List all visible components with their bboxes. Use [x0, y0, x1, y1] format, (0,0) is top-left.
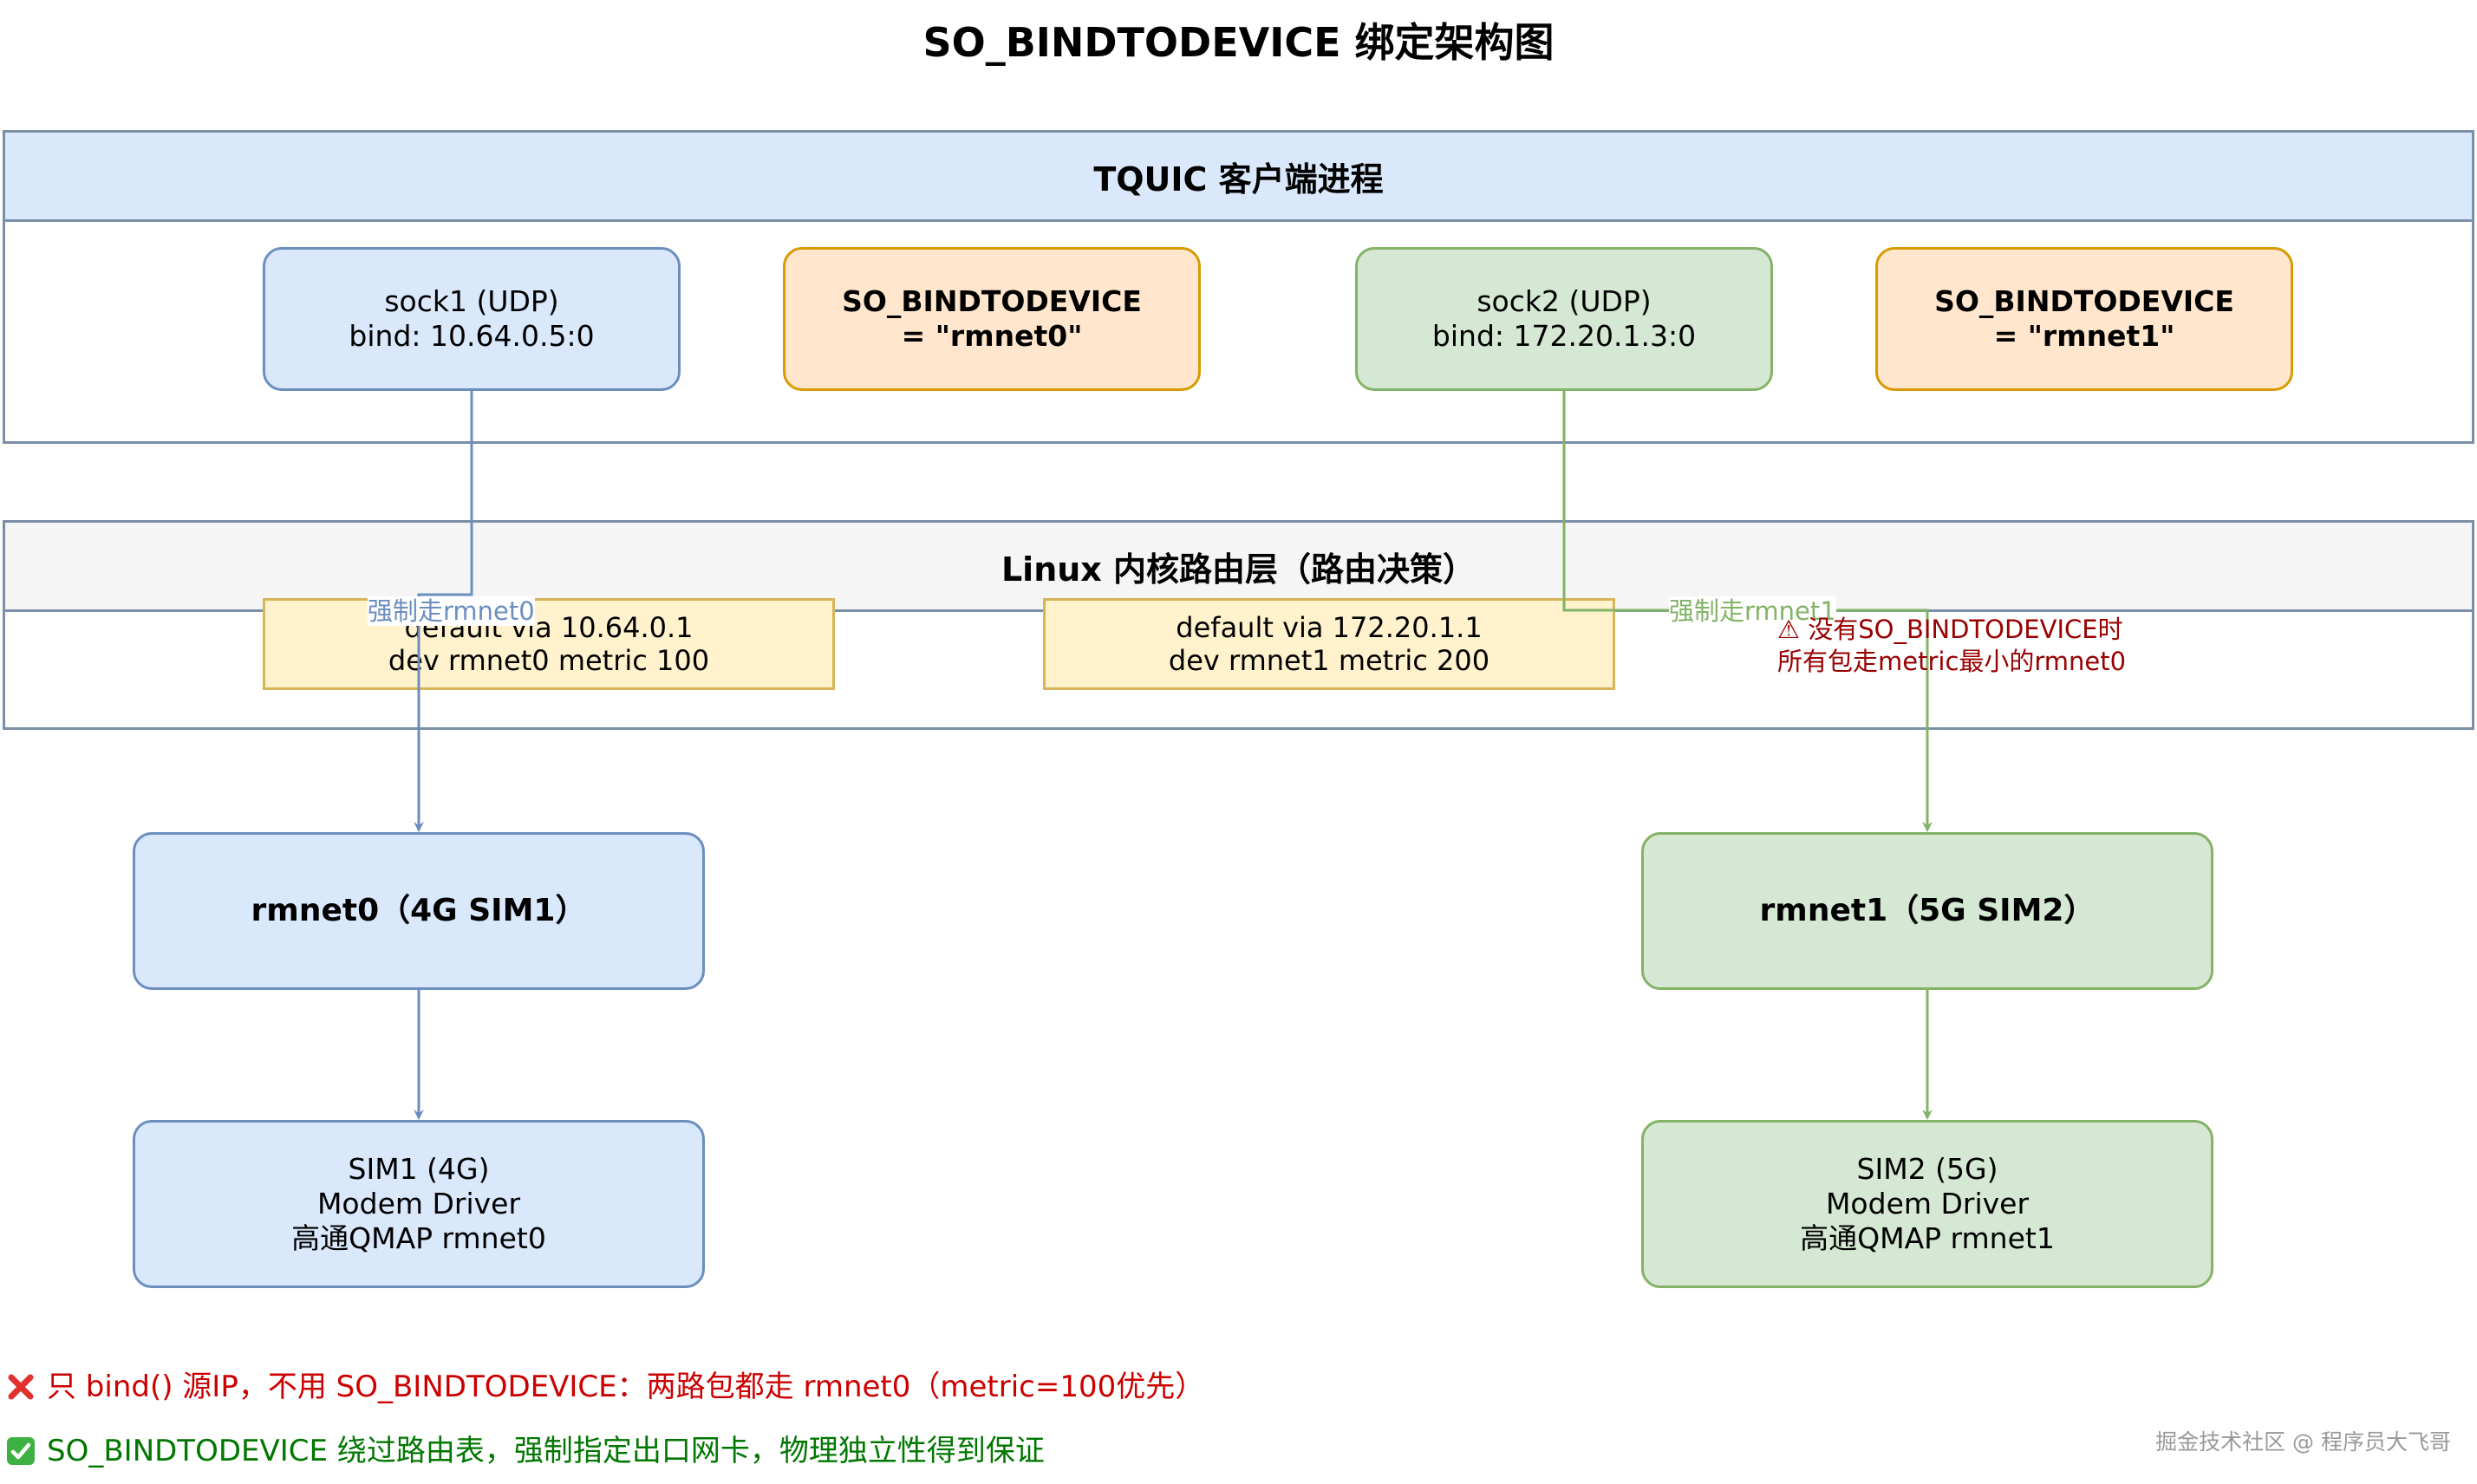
sim1-driver: Modem Driver	[316, 1187, 521, 1220]
good-practice-note: SO_BINDTODEVICE 绕过路由表，强制指定出口网卡，物理独立性得到保证	[7, 1432, 1045, 1470]
bindtodevice-rmnet1-option: SO_BINDTODEVICE	[1934, 284, 2234, 318]
sock2-node[interactable]: sock2 (UDP) bind: 172.20.1.3:0	[1355, 247, 1773, 391]
sock1-node[interactable]: sock1 (UDP) bind: 10.64.0.5:0	[263, 247, 681, 391]
rmnet0-interface-node[interactable]: rmnet0（4G SIM1）	[133, 832, 705, 990]
rmnet0-interface-label: rmnet0（4G SIM1）	[251, 893, 587, 928]
route-rmnet1-dev-metric: dev rmnet1 metric 200	[1168, 644, 1490, 677]
bindtodevice-rmnet0-option: SO_BINDTODEVICE	[842, 284, 1142, 318]
bad-practice-text: 只 bind() 源IP，不用 SO_BINDTODEVICE：两路包都走 rm…	[47, 1370, 1205, 1404]
route-rmnet1-gateway: default via 172.20.1.1	[1176, 611, 1483, 644]
no-bindtodevice-warning: ⚠ 没有SO_BINDTODEVICE时 所有包走metric最小的rmnet0	[1777, 614, 2126, 678]
bindtodevice-rmnet0-node[interactable]: SO_BINDTODEVICE = "rmnet0"	[783, 247, 1201, 391]
sock1-bind-address: bind: 10.64.0.5:0	[349, 319, 595, 353]
edge-label-rmnet1: 强制走rmnet1	[1669, 596, 1836, 626]
route-rmnet1-node[interactable]: default via 172.20.1.1 dev rmnet1 metric…	[1043, 598, 1615, 690]
sim2-name: SIM2 (5G)	[1856, 1152, 1998, 1186]
sim2-driver: Modem Driver	[1825, 1187, 2030, 1220]
bindtodevice-rmnet0-value: = "rmnet0"	[901, 319, 1083, 353]
edge-label-rmnet0: 强制走rmnet0	[368, 596, 535, 626]
good-practice-text: SO_BINDTODEVICE 绕过路由表，强制指定出口网卡，物理独立性得到保证	[47, 1434, 1045, 1468]
rmnet1-interface-node[interactable]: rmnet1（5G SIM2）	[1641, 832, 2213, 990]
sim1-qmap: 高通QMAP rmnet0	[291, 1221, 546, 1255]
sock2-name: sock2 (UDP)	[1476, 284, 1652, 318]
client-process-lane-header: TQUIC 客户端进程	[3, 130, 2474, 222]
sim2-qmap: 高通QMAP rmnet1	[1800, 1221, 2055, 1255]
sim1-name: SIM1 (4G)	[348, 1152, 490, 1186]
sock1-name: sock1 (UDP)	[384, 284, 559, 318]
route-rmnet0-node[interactable]: default via 10.64.0.1 dev rmnet0 metric …	[263, 598, 835, 690]
bad-practice-note: 只 bind() 源IP，不用 SO_BINDTODEVICE：两路包都走 rm…	[7, 1368, 1204, 1406]
route-rmnet0-dev-metric: dev rmnet0 metric 100	[388, 644, 710, 677]
diagram-title: SO_BINDTODEVICE 绑定架构图	[922, 19, 1555, 66]
cross-mark-icon	[8, 1374, 34, 1400]
check-mark-icon	[7, 1437, 35, 1465]
bindtodevice-rmnet1-node[interactable]: SO_BINDTODEVICE = "rmnet1"	[1875, 247, 2293, 391]
warning-line-1: ⚠ 没有SO_BINDTODEVICE时	[1777, 615, 2123, 644]
warning-line-2: 所有包走metric最小的rmnet0	[1777, 647, 2127, 676]
rmnet1-interface-label: rmnet1（5G SIM2）	[1759, 893, 2096, 928]
footer-watermark: 掘金技术社区 @ 程序员大飞哥	[2155, 1429, 2451, 1455]
bindtodevice-rmnet1-value: = "rmnet1"	[1993, 319, 2175, 353]
sim2-modem-node[interactable]: SIM2 (5G) Modem Driver 高通QMAP rmnet1	[1641, 1120, 2213, 1288]
sim1-modem-node[interactable]: SIM1 (4G) Modem Driver 高通QMAP rmnet0	[133, 1120, 705, 1288]
sock2-bind-address: bind: 172.20.1.3:0	[1431, 319, 1697, 353]
